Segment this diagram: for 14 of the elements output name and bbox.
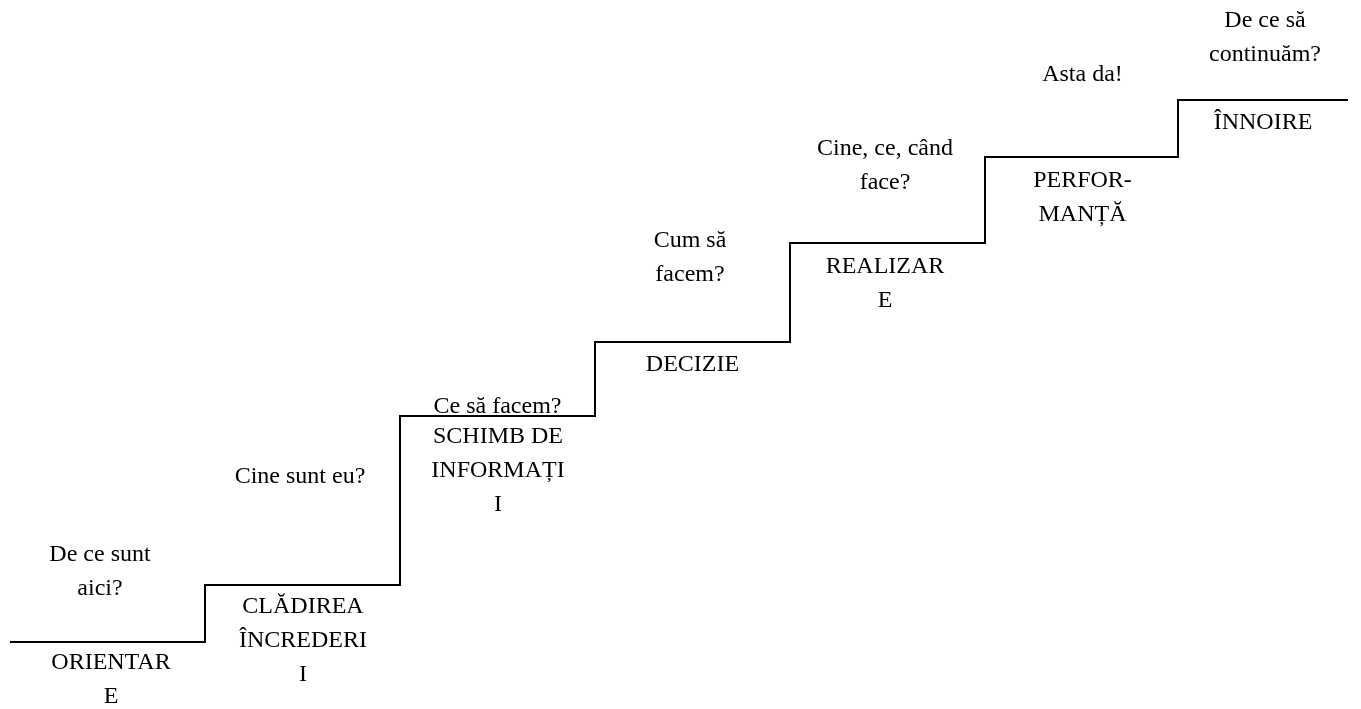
stage-name: SCHIMB DE INFORMAȚII: [430, 421, 566, 518]
step-question: Cine, ce, când face?: [816, 133, 954, 196]
stage-name: DECIZIE: [644, 349, 741, 378]
stage-name: PERFOR-MANȚĂ: [1032, 165, 1133, 228]
step-question: Ce să facem?: [432, 391, 563, 420]
stage-name: REALIZARE: [824, 251, 946, 314]
step-question: Cum să facem?: [652, 225, 728, 288]
stage-name: ÎNNOIRE: [1212, 107, 1314, 136]
step-question: Cine sunt eu?: [233, 461, 367, 490]
step-question: Asta da!: [1041, 59, 1124, 88]
step-question: De ce sunt aici?: [48, 539, 152, 602]
step-question: De ce să continuăm?: [1208, 5, 1322, 68]
stage-name: CLĂDIREA ÎNCREDERII: [238, 591, 368, 688]
stage-name: ORIENTARE: [50, 647, 172, 709]
